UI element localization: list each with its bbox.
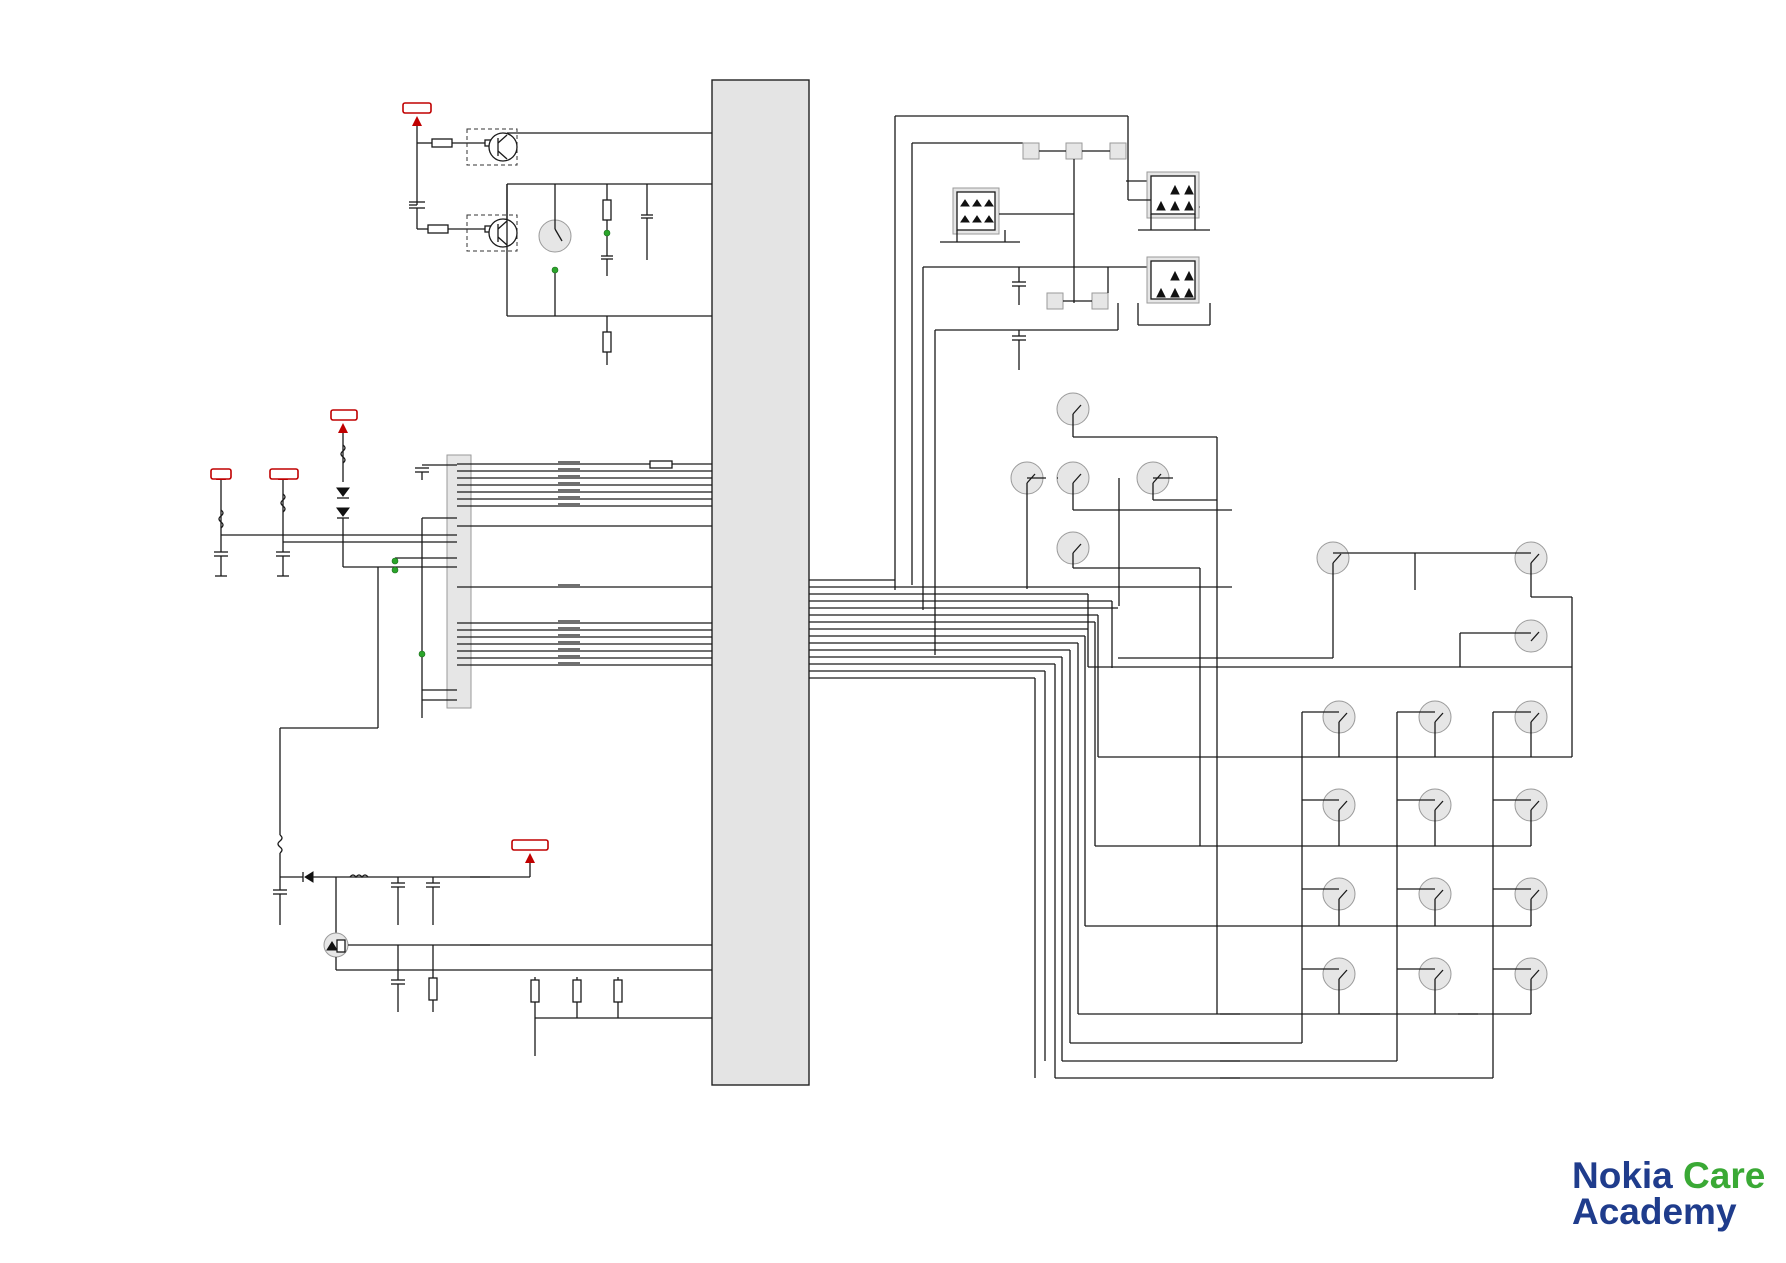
logo-word-care: Care	[1683, 1155, 1766, 1196]
power-section	[273, 834, 712, 1056]
nokia-care-academy-logo: Nokia Care Academy	[1572, 1155, 1766, 1232]
logo-word-academy: Academy	[1572, 1191, 1737, 1232]
connector-section	[210, 409, 712, 835]
logo-word-nokia: Nokia	[1572, 1155, 1673, 1196]
central-ic	[711, 79, 810, 1086]
transistor-section	[402, 102, 712, 365]
keypad-matrix	[809, 392, 1573, 1079]
right-top-section	[894, 115, 1211, 655]
